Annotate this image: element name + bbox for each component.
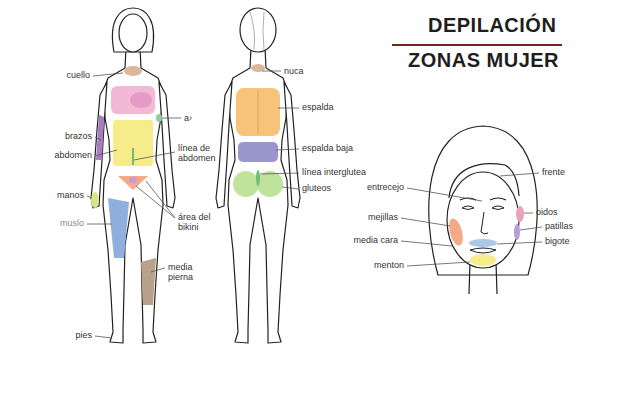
zone-abdomen (113, 120, 153, 166)
hair-strand (250, 12, 264, 50)
hair-outline (429, 126, 537, 275)
leader-line (260, 173, 299, 174)
nose (481, 212, 488, 234)
fringe-line (449, 164, 519, 198)
zone-label: entrecejo (367, 182, 404, 192)
leader-line (162, 118, 181, 119)
eye (462, 206, 504, 210)
title-heading: DEPILACIÓN (428, 14, 556, 37)
zone-intergluteal (256, 170, 260, 186)
zone-lower-leg (141, 258, 156, 305)
zone-thigh (108, 198, 129, 258)
zone-chest (111, 86, 155, 114)
zone-glute (233, 171, 259, 197)
front-figure (91, 48, 175, 343)
zone-label: media cara (353, 235, 398, 245)
zone-chin (470, 254, 496, 266)
hair-outline (112, 8, 153, 52)
leader-line (407, 188, 482, 201)
zone-neck (124, 66, 142, 76)
zone-glute (257, 171, 283, 197)
leader-lines (87, 71, 542, 338)
back-head (240, 8, 276, 52)
neck-line (496, 262, 497, 294)
leader-line (276, 149, 299, 150)
zone-label: área del bikini (178, 212, 220, 233)
leader-line (134, 152, 175, 160)
leader-line (401, 218, 450, 226)
leader-line (93, 73, 123, 76)
title-rule (392, 44, 562, 46)
zone-label: nuca (284, 66, 304, 76)
leader-line (407, 262, 470, 266)
zone-label: gluteos (302, 183, 331, 193)
zone-chest-inner (130, 92, 152, 108)
leader-line (95, 137, 101, 140)
zone-label: menton (374, 260, 404, 270)
zone-cheek (447, 217, 466, 247)
neck-line (469, 262, 470, 294)
zone-label: muslo (60, 218, 84, 228)
zone-abdomen-line (132, 148, 134, 165)
zone-lower-back (238, 142, 278, 162)
zone-bikini (118, 176, 148, 190)
zone-label: espalda baja (302, 143, 353, 153)
back-figure (216, 48, 300, 343)
leader-line (282, 187, 299, 189)
zone-label: pies (75, 330, 92, 340)
zone-ear (516, 206, 524, 222)
zone-sideburn (514, 224, 520, 240)
zone-label: manos (57, 190, 84, 200)
zone-upper-lip (469, 239, 497, 247)
zone-bikini-inner (129, 177, 137, 183)
zone-label: oidos (536, 207, 558, 217)
zone-label: frente (542, 167, 565, 177)
zone-label: bigote (545, 236, 570, 246)
zone-label: patillas (545, 221, 573, 231)
spine-line (258, 90, 259, 134)
leader-line (524, 213, 533, 214)
zone-label: línea de abdomen (178, 143, 224, 164)
leader-line (87, 224, 112, 225)
zone-label: espalda (302, 102, 334, 112)
leader-line (278, 108, 299, 109)
leader-line (262, 71, 281, 72)
leader-line (95, 336, 112, 338)
face-outline (447, 172, 519, 268)
leader-line (146, 181, 175, 218)
leader-line (95, 150, 117, 156)
leader-line (151, 268, 165, 272)
zone-armpit (156, 114, 162, 122)
zone-label: a› (184, 113, 192, 123)
subtitle-heading: ZONAS MUJER (408, 49, 559, 72)
face-outline (119, 14, 147, 52)
zone-label: cuello (66, 70, 90, 80)
zone-label: brazos (65, 131, 92, 141)
mouth (470, 248, 496, 253)
leader-line (136, 186, 175, 218)
zone-back (236, 88, 280, 136)
leader-line (520, 227, 542, 230)
zone-label: mejillas (368, 212, 398, 222)
leader-line (500, 173, 539, 176)
zone-label: media pierna (168, 262, 206, 283)
leader-line (87, 196, 92, 198)
zone-arm (96, 115, 104, 160)
leader-line (497, 242, 542, 244)
leader-line (401, 241, 452, 246)
zone-label: línea interglutea (302, 167, 366, 177)
zone-label: abdomen (54, 150, 92, 160)
zone-hand (91, 192, 99, 208)
